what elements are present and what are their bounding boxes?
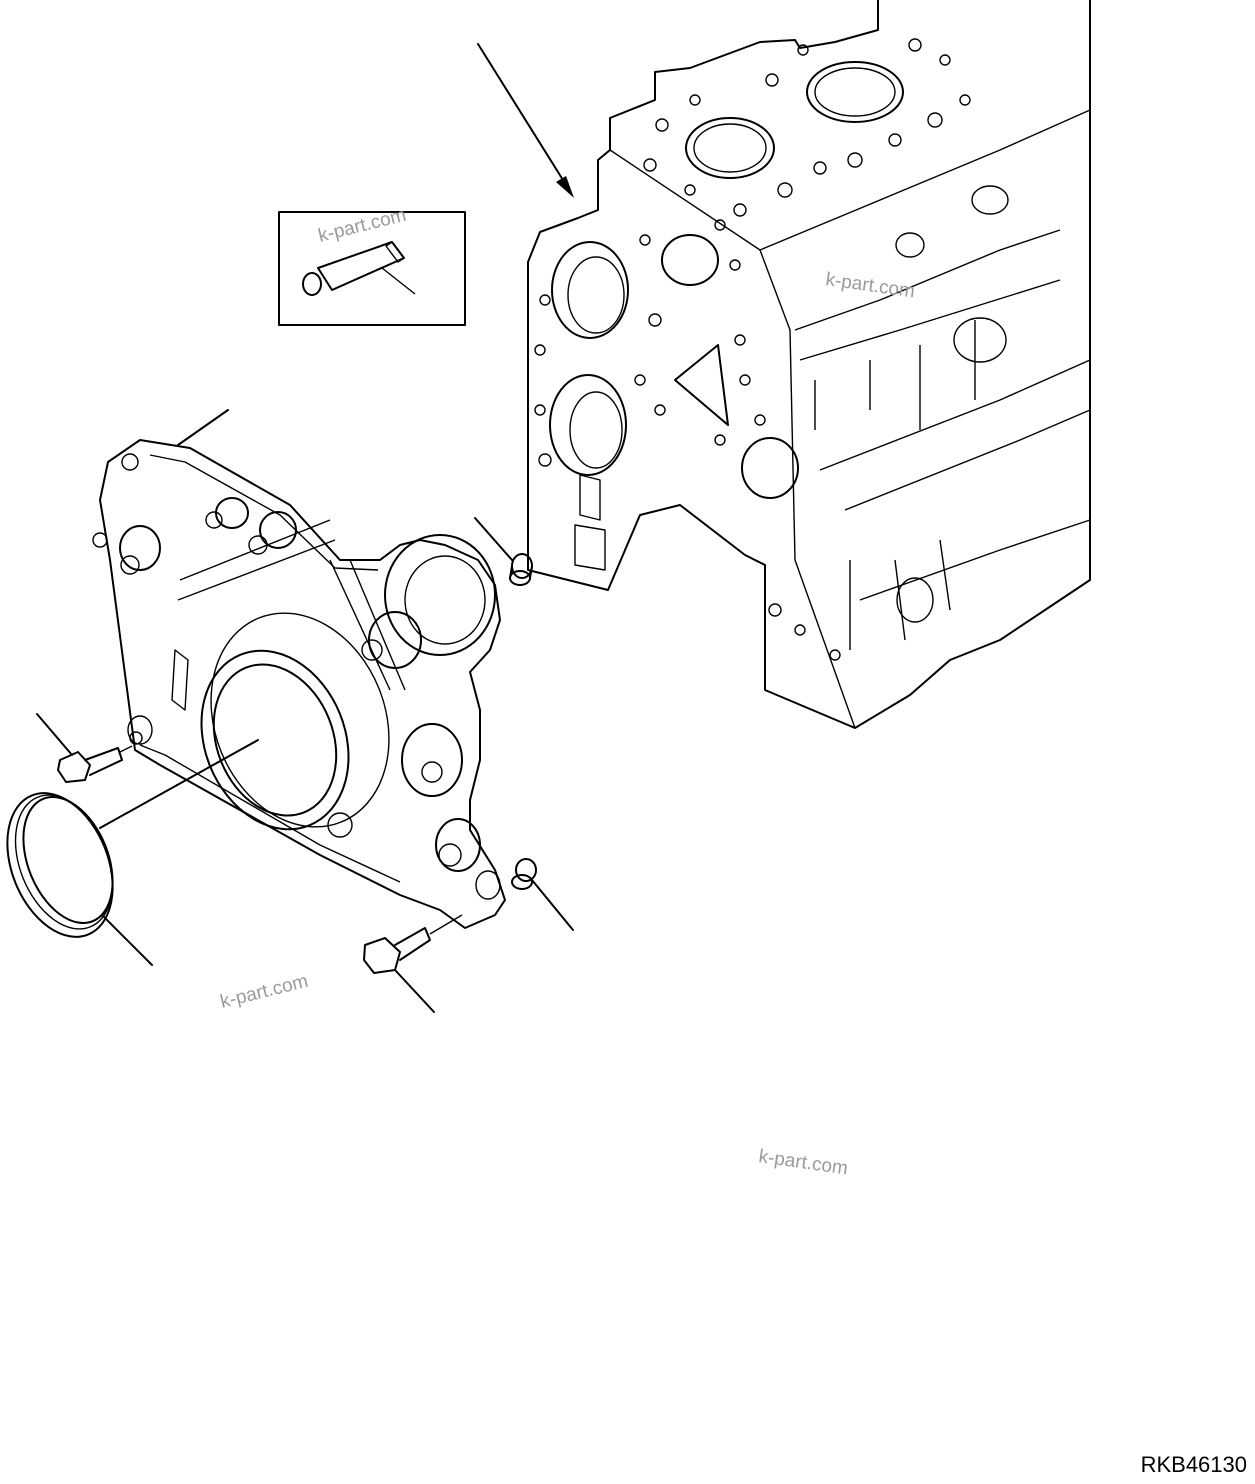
front-cover-leader: [177, 409, 229, 446]
bolt-lower: [363, 914, 463, 1013]
front-cover: [92, 439, 506, 929]
block-leader-arrow: [477, 43, 574, 198]
figure-code: RKB46130: [1140, 1452, 1247, 1477]
dowel-pin-upper: [474, 517, 533, 586]
cylinder-block: [527, 0, 1091, 729]
sealant-tube-callout: [278, 211, 466, 326]
watermark-3: k-part.com: [218, 971, 310, 1013]
dowel-pin-lower: [511, 858, 574, 931]
oil-seal: [6, 739, 259, 966]
watermark-2: k-part.com: [824, 269, 916, 302]
watermark-4: k-part.com: [757, 1146, 849, 1179]
bolt-upper: [36, 713, 133, 783]
